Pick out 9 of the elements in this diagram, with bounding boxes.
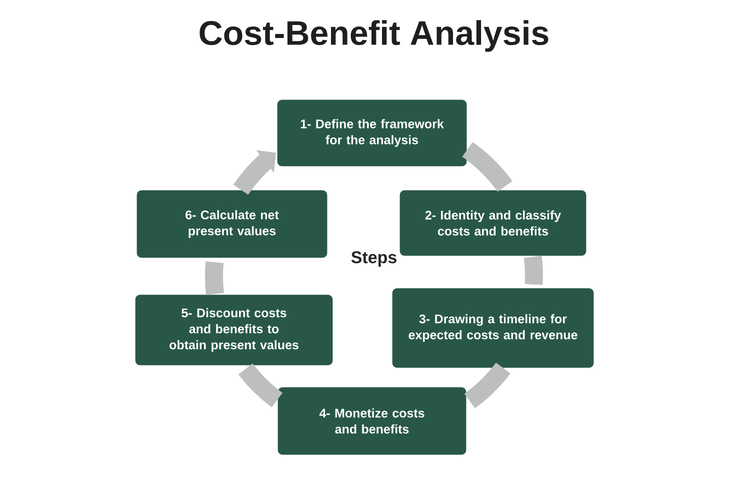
step-box: 1- Define the framework for the analysis <box>276 99 468 167</box>
step-box: 6- Calculate net present values <box>136 190 328 258</box>
title: Cost-Benefit Analysis <box>200 20 548 52</box>
step-box: 4- Monetize costs and benefits <box>277 386 467 456</box>
step-box: 3- Drawing a timeline for expected costs and revenue <box>392 288 594 368</box>
cycle-arrow <box>233 150 276 195</box>
step-box: 5- Discount costs and benefits to obtain present values <box>134 294 334 366</box>
center-label: Steps <box>351 251 396 267</box>
step-box: 2- Identity and classify costs and benefits <box>399 190 587 256</box>
